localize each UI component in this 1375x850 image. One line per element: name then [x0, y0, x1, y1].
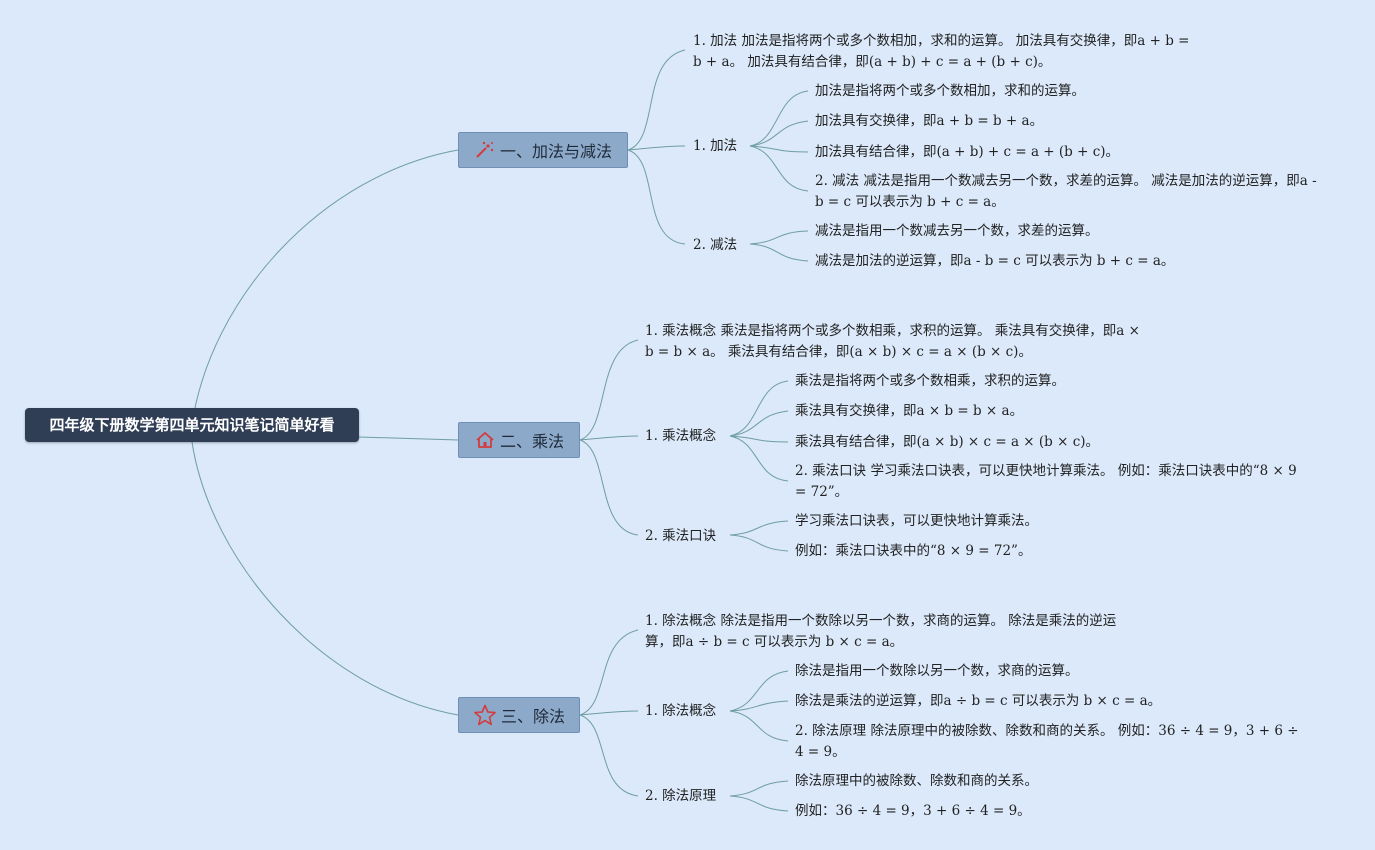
detail-item[interactable]: 例如：36 ÷ 4 = 9，3 + 6 ÷ 4 = 9。: [795, 803, 1031, 819]
connector-b2-t1-i1: [729, 380, 789, 437]
detail-item[interactable]: 乘法具有结合律，即(a × b) × c = a × (b × c)。: [795, 434, 1100, 450]
connector-b1-t2-i2: [749, 243, 809, 262]
detail-item[interactable]: 加法是指将两个或多个数相加，求和的运算。: [815, 83, 1085, 99]
connector-b2-t1-i3: [729, 435, 789, 443]
connector-b3-summary: [579, 629, 639, 716]
detail-item[interactable]: 除法是乘法的逆运算，即a ÷ b = c 可以表示为 b × c = a。: [795, 693, 1162, 709]
detail-item[interactable]: 2. 除法原理 除法原理中的被除数、除数和商的关系。 例如：36 ÷ 4 = 9…: [795, 723, 1299, 760]
topic-node[interactable]: 1. 乘法概念: [645, 428, 717, 444]
detail-item[interactable]: 除法是指用一个数除以另一个数，求商的运算。: [795, 663, 1079, 679]
connector-b1-topic2: [627, 149, 686, 245]
connector-b2-t2-i2: [729, 534, 789, 552]
topic-node[interactable]: 2. 除法原理: [645, 788, 717, 804]
connector-b2-t1-i2: [729, 410, 789, 437]
connector-b3-t1-i1: [729, 670, 789, 712]
branch-label: 一、加法与减法: [499, 142, 612, 161]
connector-root-branch-2: [358, 436, 459, 441]
connector-root-branch-3: [191, 441, 459, 716]
branch-node-multiplication[interactable]: 二、乘法: [458, 422, 580, 458]
connector-b2-t2-i1: [729, 520, 789, 536]
connector-b3-t1-i2: [729, 700, 789, 712]
connector-b3-topic1: [579, 710, 639, 716]
topic-node[interactable]: 2. 减法: [693, 237, 738, 253]
topic-node[interactable]: 1. 除法概念: [645, 703, 717, 719]
detail-item[interactable]: 减法是指用一个数减去另一个数，求差的运算。: [815, 223, 1099, 239]
connector-b1-t1-i3: [749, 145, 809, 153]
star-icon: [474, 704, 496, 726]
connector-root-branch-1: [191, 149, 459, 426]
branch-summary[interactable]: 1. 乘法概念 乘法是指将两个或多个数相乘，求积的运算。 乘法具有交换律，即a …: [645, 323, 1140, 360]
connector-b2-topic2: [579, 439, 639, 536]
branch-node-addition-subtraction[interactable]: 一、加法与减法: [458, 132, 628, 168]
detail-item[interactable]: 乘法是指将两个或多个数相乘，求积的运算。: [795, 373, 1065, 389]
detail-item[interactable]: 乘法具有交换律，即a × b = b × a。: [795, 403, 1024, 419]
branch-label: 二、乘法: [499, 432, 564, 451]
connector-b1-t1-i2: [749, 120, 809, 147]
connector-b1-summary: [627, 49, 686, 151]
detail-item[interactable]: 学习乘法口诀表，可以更快地计算乘法。: [795, 513, 1038, 529]
detail-item[interactable]: 加法具有交换律，即a + b = b + a。: [815, 113, 1044, 129]
connector-b2-summary: [579, 339, 639, 441]
connector-b1-t1-i4: [749, 145, 809, 192]
detail-item[interactable]: 2. 减法 减法是指用一个数减去另一个数，求差的运算。 减法是加法的逆运算，即a…: [815, 173, 1317, 210]
branch-label: 三、除法: [500, 707, 565, 726]
detail-item[interactable]: 加法具有结合律，即(a + b) + c = a + (b + c)。: [815, 144, 1120, 160]
detail-item[interactable]: 除法原理中的被除数、除数和商的关系。: [795, 773, 1038, 789]
detail-item[interactable]: 2. 乘法口诀 学习乘法口诀表，可以更快地计算乘法。 例如：乘法口诀表中的“8 …: [795, 463, 1297, 500]
branch-node-division[interactable]: 三、除法: [458, 697, 580, 733]
root-node[interactable]: 四年级下册数学第四单元知识笔记简单好看: [25, 408, 359, 442]
connector-b3-topic2: [579, 714, 639, 797]
topic-node[interactable]: 1. 加法: [693, 138, 738, 154]
house-icon: [476, 431, 494, 448]
connector-b1-topic1: [627, 145, 686, 151]
connector-b3-t1-i3: [729, 710, 789, 742]
detail-item[interactable]: 例如：乘法口诀表中的“8 × 9 = 72”。: [795, 543, 1032, 559]
branch-summary[interactable]: 1. 加法 加法是指将两个或多个数相加，求和的运算。 加法具有交换律，即a + …: [693, 33, 1190, 70]
connector-b2-t1-i4: [729, 435, 789, 482]
connector-b1-t1-i1: [749, 90, 809, 147]
connector-b2-topic1: [579, 435, 639, 441]
connector-b3-t2-i2: [729, 795, 789, 812]
magic-wand-icon: [476, 141, 494, 158]
branch-summary[interactable]: 1. 除法概念 除法是指用一个数除以另一个数，求商的运算。 除法是乘法的逆运算，…: [645, 613, 1117, 650]
detail-item[interactable]: 减法是加法的逆运算，即a - b = c 可以表示为 b + c = a。: [815, 253, 1175, 269]
connector-b3-t2-i1: [729, 780, 789, 797]
topic-node[interactable]: 2. 乘法口诀: [645, 528, 717, 544]
connector-b1-t2-i1: [749, 230, 809, 245]
